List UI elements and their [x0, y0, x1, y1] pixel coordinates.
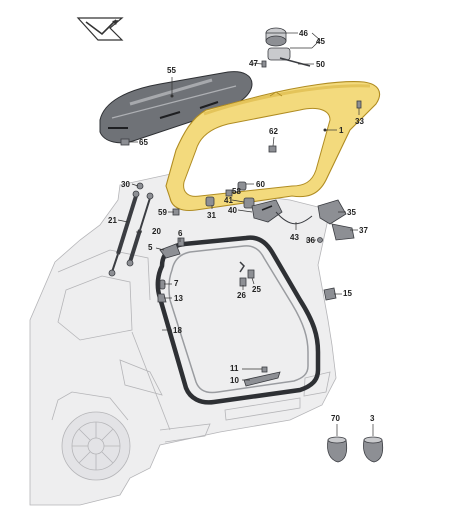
- part-label-21: 21: [108, 216, 117, 225]
- vehicle-body: [29, 171, 337, 506]
- part-label-18: 18: [173, 326, 182, 335]
- part-label-10: 10: [230, 376, 239, 385]
- part-label-35: 35: [347, 208, 356, 217]
- part-label-40: 40: [228, 206, 237, 215]
- aim-logo-icon: [76, 17, 124, 41]
- part-label-6: 6: [178, 229, 183, 238]
- part-label-36: 36: [306, 236, 315, 245]
- part-label-3: 3: [370, 414, 375, 423]
- part-labels: 46 45 47 50 55 1 33 62 65 30 60 58 41 40…: [108, 29, 375, 423]
- part-label-5: 5: [148, 243, 153, 252]
- part-label-37: 37: [359, 226, 368, 235]
- part-label-15: 15: [343, 289, 352, 298]
- part-label-20: 20: [152, 227, 161, 236]
- part-label-33: 33: [355, 117, 364, 126]
- part-label-47: 47: [249, 59, 258, 68]
- part-label-55: 55: [167, 66, 176, 75]
- part-label-70: 70: [331, 414, 340, 423]
- part-label-31: 31: [207, 211, 216, 220]
- part-label-25: 25: [252, 285, 261, 294]
- rear-spoiler: [99, 71, 253, 144]
- small-components: [120, 27, 384, 463]
- part-label-58: 58: [232, 187, 241, 196]
- part-label-11: 11: [230, 364, 239, 373]
- gas-strut-pair: [108, 190, 154, 277]
- part-label-60: 60: [256, 180, 265, 189]
- part-label-59: 59: [158, 208, 167, 217]
- part-label-46: 46: [299, 29, 308, 38]
- part-label-45: 45: [316, 37, 325, 46]
- part-label-62: 62: [269, 127, 278, 136]
- tailgate-seal: [155, 235, 321, 405]
- part-label-41: 41: [224, 196, 233, 205]
- part-label-43: 43: [290, 233, 299, 242]
- part-label-50: 50: [316, 60, 325, 69]
- part-label-65: 65: [139, 138, 148, 147]
- part-label-30: 30: [121, 180, 130, 189]
- part-label-7: 7: [174, 279, 179, 288]
- leader-lines: [117, 32, 374, 436]
- part-label-13: 13: [174, 294, 183, 303]
- part-label-26: 26: [237, 291, 246, 300]
- part-label-1: 1: [339, 126, 344, 135]
